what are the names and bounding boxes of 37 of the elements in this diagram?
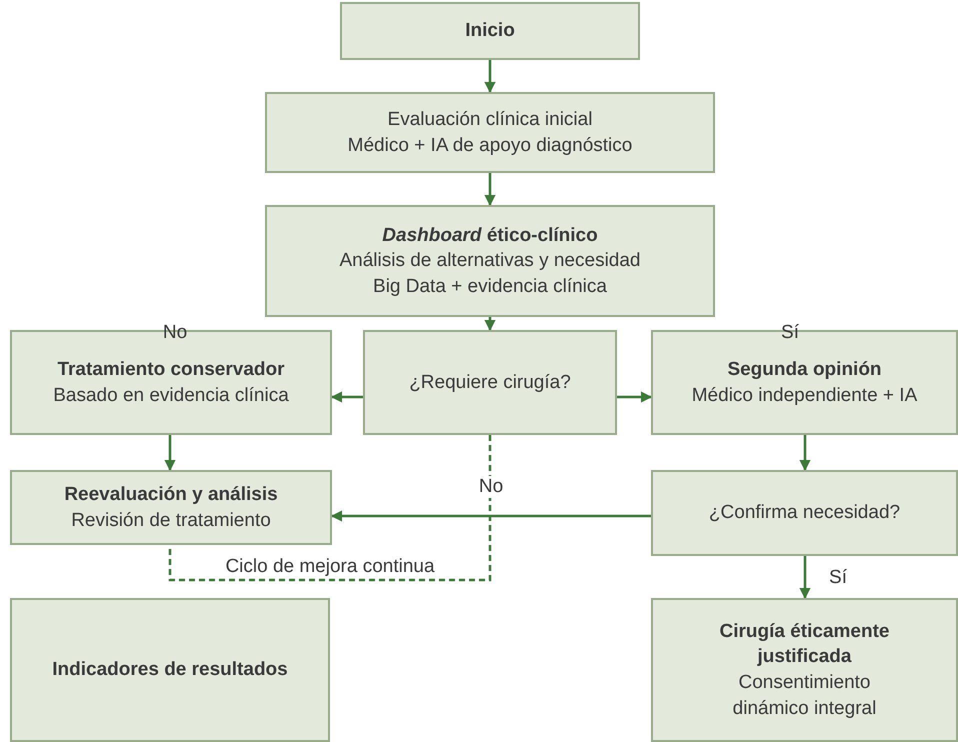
node-text: Basado en evidencia clínica	[53, 384, 289, 408]
arrow	[484, 317, 496, 332]
node-text: Análisis de alternativas y necesidad	[339, 249, 640, 274]
node-text: Indicadores de resultados	[52, 658, 288, 682]
dashed-connector	[168, 435, 492, 582]
node-heading: Dashboard ético-clínico	[382, 224, 598, 248]
arrow	[799, 556, 811, 600]
node-text: Inicio	[465, 19, 515, 44]
node-text: Médico independiente + IA	[692, 384, 918, 408]
node-heading: Segunda opinión	[727, 358, 882, 382]
node-text: Big Data + evidencia clínica	[373, 274, 607, 299]
node-text: Revisión de tratamiento	[71, 508, 271, 532]
node-heading: Reevaluación y análisis	[64, 482, 278, 507]
arrow	[799, 435, 811, 472]
node-text: Consentimiento dinámico integral	[732, 671, 878, 721]
process-box	[10, 598, 330, 742]
process-box	[340, 2, 640, 60]
node-text: ¿Requiere cirugía?	[409, 370, 571, 395]
arrow	[617, 391, 652, 403]
node-text: Médico + IA de apoyo diagnóstico	[348, 134, 632, 158]
branch-label: Sí	[780, 322, 800, 344]
arrow	[484, 60, 496, 94]
arrow	[330, 510, 651, 522]
decision-box	[363, 330, 617, 435]
node-heading: Tratamiento conservador	[57, 358, 285, 382]
process-box	[651, 598, 958, 742]
branch-label: No	[162, 322, 188, 344]
arrow	[164, 435, 176, 472]
decision-box	[651, 470, 958, 556]
node-heading: Cirugía éticamente justificada	[718, 620, 890, 670]
arrow	[330, 391, 363, 403]
node-text: ¿Confirma necesidad?	[708, 501, 900, 526]
node-text: Evaluación clínica inicial	[388, 108, 592, 132]
arrow	[484, 173, 496, 206]
process-box	[265, 205, 715, 317]
process-box	[265, 92, 715, 173]
process-box	[10, 470, 332, 545]
